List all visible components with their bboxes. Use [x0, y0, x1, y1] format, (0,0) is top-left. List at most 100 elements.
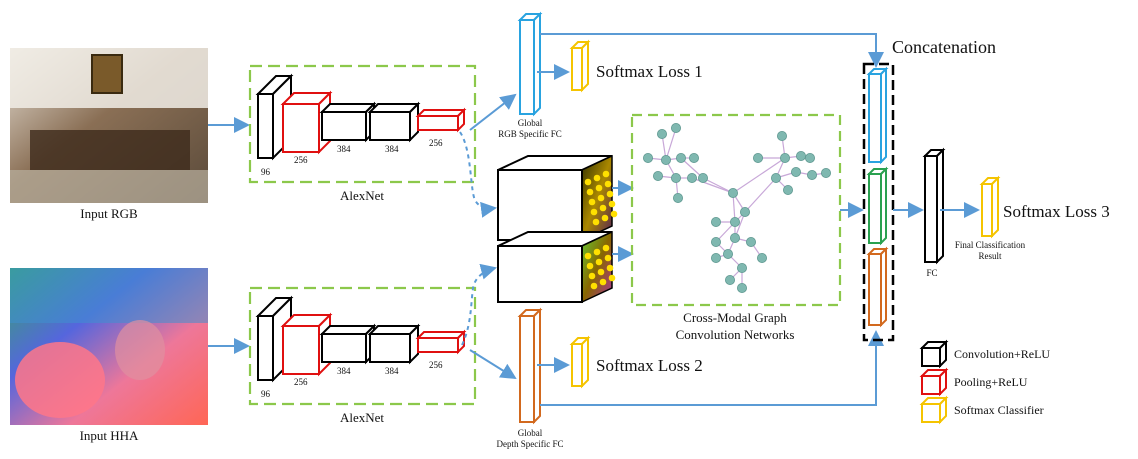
layer-size-384b-rgb: 384 — [385, 144, 399, 154]
feature-activation-dot — [604, 180, 612, 188]
graph-node — [689, 152, 700, 163]
concat-depth-segment — [866, 246, 889, 328]
feature-activation-dot — [584, 178, 592, 186]
graph-edge — [702, 177, 734, 194]
layer-size-96-depth: 96 — [261, 389, 270, 399]
graph-node — [753, 152, 764, 163]
feature-activation-dot — [586, 188, 594, 196]
graph-node — [661, 154, 672, 165]
graph-node — [643, 152, 654, 163]
graph-node — [653, 170, 664, 181]
feature-activation-dot — [608, 274, 616, 282]
softmax-loss-1-label: Softmax Loss 1 — [596, 62, 703, 81]
graph-node — [671, 172, 682, 183]
softmax-loss-2-label: Softmax Loss 2 — [596, 356, 703, 375]
feature-activation-dot — [601, 214, 609, 222]
feature-activation-dot — [593, 174, 601, 182]
graph-node — [740, 206, 751, 217]
gcn-label-line2: Convolution Networks — [675, 327, 795, 342]
graph-node — [676, 152, 687, 163]
graph-node — [771, 172, 782, 183]
layer-size-256-depth: 256 — [294, 377, 308, 387]
graph-edge — [691, 177, 734, 194]
final-fc-label: FC — [926, 268, 938, 278]
alexnet-box-rgb — [248, 64, 477, 184]
depth-fc-label-line2: Depth Specific FC — [496, 439, 564, 449]
conv4-depth — [367, 323, 421, 365]
layer-size-256b-depth: 256 — [429, 360, 443, 370]
pool1-depth — [280, 312, 333, 377]
graph-node — [807, 169, 818, 180]
graph-node — [711, 216, 722, 227]
feature-activation-dot — [586, 262, 594, 270]
gcn-box — [630, 113, 842, 307]
graph-node — [730, 232, 741, 243]
conv3-rgb — [319, 101, 377, 143]
feature-activation-dot — [606, 190, 614, 198]
softmax-classifier-3 — [979, 175, 1001, 239]
rgb-specific-fc — [517, 11, 543, 117]
graph-node — [780, 152, 791, 163]
layer-size-96-rgb: 96 — [261, 167, 270, 177]
concatenation-label: Concatenation — [892, 37, 996, 57]
layer-size-384b-depth: 384 — [385, 366, 399, 376]
input-rgb-image — [10, 48, 208, 203]
conv4-rgb — [367, 101, 421, 143]
graph-node — [711, 252, 722, 263]
feature-activation-dot — [590, 282, 598, 290]
alexnet-label-rgb: AlexNet — [339, 188, 385, 203]
layer-size-384a-depth: 384 — [337, 366, 351, 376]
graph-edge — [744, 177, 777, 213]
rgb-fc-label-line1: Global — [517, 118, 543, 128]
concat-gcn-segment — [866, 166, 889, 246]
rgb-feature-map — [497, 154, 618, 242]
input-rgb-label: Input RGB — [80, 206, 138, 221]
graph-node — [725, 274, 736, 285]
graph-node — [746, 236, 757, 247]
concatenation-box — [862, 62, 895, 342]
feature-activation-dot — [604, 254, 612, 262]
graph-node — [657, 128, 668, 139]
graph-node — [673, 192, 684, 203]
graph-node — [796, 150, 807, 161]
legend-conv-label: Convolution+ReLU — [954, 347, 1051, 361]
graph-edge — [732, 157, 786, 194]
final-result-line2: Result — [978, 251, 1002, 261]
feature-activation-dot — [599, 204, 607, 212]
legend-pool-swatch — [919, 367, 949, 397]
layer-size-256-rgb: 256 — [294, 155, 308, 165]
graph-node — [698, 172, 709, 183]
softmax-loss-3-label: Softmax Loss 3 — [1003, 202, 1110, 221]
depth-specific-fc — [517, 307, 543, 425]
alexnet-box-depth — [248, 286, 477, 406]
softmax-classifier-2 — [569, 335, 591, 389]
layer-size-384a-rgb: 384 — [337, 144, 351, 154]
rgb-fc-label-line2: RGB Specific FC — [498, 129, 562, 139]
graph-node — [737, 282, 748, 293]
feature-activation-dot — [595, 184, 603, 192]
legend-pool-label: Pooling+ReLU — [954, 375, 1028, 389]
feature-activation-dot — [599, 278, 607, 286]
input-hha-label: Input HHA — [79, 428, 139, 443]
final-result-line1: Final Classification — [954, 240, 1026, 250]
graph-node — [711, 236, 722, 247]
graph-node — [783, 184, 794, 195]
feature-activation-dot — [592, 218, 600, 226]
feature-activation-dot — [590, 208, 598, 216]
feature-activation-dot — [602, 244, 610, 252]
feature-activation-dot — [588, 272, 596, 280]
layer-size-256b-rgb: 256 — [429, 138, 443, 148]
conv3-depth — [319, 323, 377, 365]
feature-activation-dot — [588, 198, 596, 206]
feature-activation-dot — [602, 170, 610, 178]
pool5-rgb — [415, 107, 467, 133]
graph-node — [791, 166, 802, 177]
feature-activation-dot — [606, 264, 614, 272]
graph-node — [757, 252, 768, 263]
softmax-classifier-1 — [569, 39, 591, 93]
graph-node — [687, 172, 698, 183]
concat-rgb-segment — [866, 66, 889, 165]
pool5-depth — [415, 329, 467, 355]
